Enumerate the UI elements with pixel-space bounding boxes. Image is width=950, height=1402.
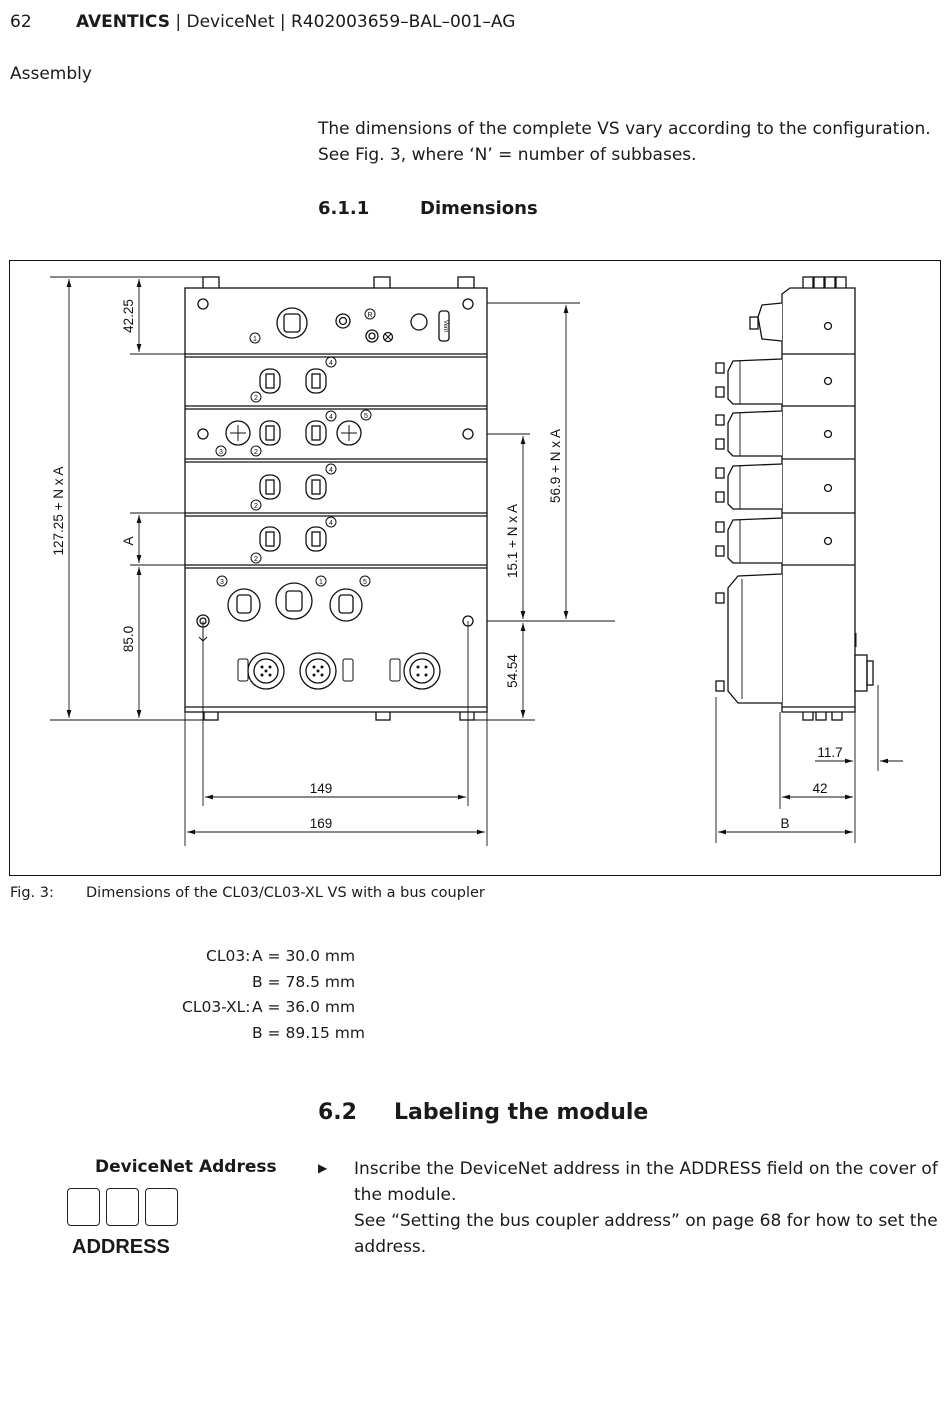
labeling-title: Labeling the module — [394, 1100, 649, 1125]
front-view: 1 4 2 4 5 3 2 4 2 4 2 3 1 5 R Vent — [184, 276, 488, 721]
dim-overall-height: 127.25 + N x A — [51, 467, 66, 556]
mark-1-top: 1 — [253, 336, 257, 343]
address-digit-box — [67, 1188, 100, 1226]
dimension-value: A = 30.0 mm — [252, 947, 356, 965]
mark-3-m2: 3 — [219, 449, 223, 456]
dimension-key: CL03-XL: — [182, 998, 251, 1016]
mark-5-m2: 5 — [364, 413, 368, 420]
dim-depth: B — [780, 816, 789, 831]
address-digit-box — [106, 1188, 139, 1226]
mark-4-m2: 4 — [329, 414, 333, 421]
dimension-value: B = 89.15 mm — [252, 1023, 365, 1042]
dim-upper-span: 56.9 + N x A — [548, 429, 563, 503]
address-field-label: ADDRESS — [72, 1236, 170, 1258]
dim-side-offset: 11.7 — [817, 745, 842, 760]
dim-module-a: A — [121, 536, 136, 545]
side-view — [715, 276, 874, 721]
mark-1-base: 1 — [319, 579, 323, 586]
page-header: 62 AVENTICS | DeviceNet | R402003659–BAL–… — [10, 12, 515, 32]
figure-caption: Fig. 3: Dimensions of the CL03/CL03-XL VS… — [10, 885, 485, 901]
mark-4-m4: 4 — [329, 520, 333, 527]
intro-line-1: The dimensions of the complete VS vary a… — [318, 119, 931, 139]
intro-line-2: See Fig. 3, where ‘N’ = number of subbas… — [318, 145, 697, 165]
mark-r: R — [367, 312, 372, 319]
instruction-line-1: Inscribe the DeviceNet address in the AD… — [354, 1159, 938, 1205]
section-label: Assembly — [10, 64, 92, 84]
instruction-text: Inscribe the DeviceNet address in the AD… — [354, 1156, 944, 1260]
mark-vent: Vent — [442, 320, 448, 332]
mark-3-base: 3 — [220, 579, 224, 586]
dim-lower-span: 54.54 — [505, 654, 520, 688]
intro-paragraph: The dimensions of the complete VS vary a… — [318, 116, 943, 168]
document-id: | DeviceNet | R402003659–BAL–001–AG — [169, 12, 516, 32]
subsection-heading: 6.1.1 Dimensions — [318, 198, 538, 219]
dim-width: 169 — [310, 816, 333, 831]
labeling-heading: 6.2 Labeling the module — [318, 1100, 648, 1125]
dimension-key: CL03: — [206, 947, 251, 965]
mark-2-m2: 2 — [254, 449, 258, 456]
dimension-value: A = 36.0 mm — [252, 998, 356, 1016]
mark-4-m1: 4 — [329, 360, 333, 367]
address-box-title: DeviceNet Address — [95, 1157, 277, 1177]
dim-base-height: 85.0 — [121, 626, 136, 652]
figure-caption-label: Fig. 3: — [10, 885, 54, 901]
subsection-number: 6.1.1 — [318, 198, 370, 219]
bullet-icon: ▶ — [318, 1161, 328, 1175]
dim-top-height: 42.25 — [121, 299, 136, 333]
mark-2-m4: 2 — [254, 556, 258, 563]
instruction-line-2: See “Setting the bus coupler address” on… — [354, 1211, 938, 1257]
figure-caption-text: Dimensions of the CL03/CL03-XL VS with a… — [86, 885, 485, 901]
brand-name: AVENTICS — [76, 12, 170, 32]
page-number: 62 — [10, 12, 32, 32]
mark-2-m1: 2 — [254, 395, 258, 402]
address-digit-box — [145, 1188, 178, 1226]
dim-hole-spacing: 149 — [310, 781, 333, 796]
labeling-number: 6.2 — [318, 1100, 357, 1125]
mark-4-m3: 4 — [329, 467, 333, 474]
dim-side-width: 42 — [812, 781, 827, 796]
mark-5-base: 5 — [363, 579, 367, 586]
dim-mid-span: 15.1 + N x A — [505, 504, 520, 578]
dimension-drawing: 1 4 2 4 5 3 2 4 2 4 2 3 1 5 R Vent — [9, 260, 941, 876]
dimension-value: B = 78.5 mm — [252, 972, 356, 991]
subsection-title: Dimensions — [420, 198, 538, 219]
mark-2-m3: 2 — [254, 503, 258, 510]
